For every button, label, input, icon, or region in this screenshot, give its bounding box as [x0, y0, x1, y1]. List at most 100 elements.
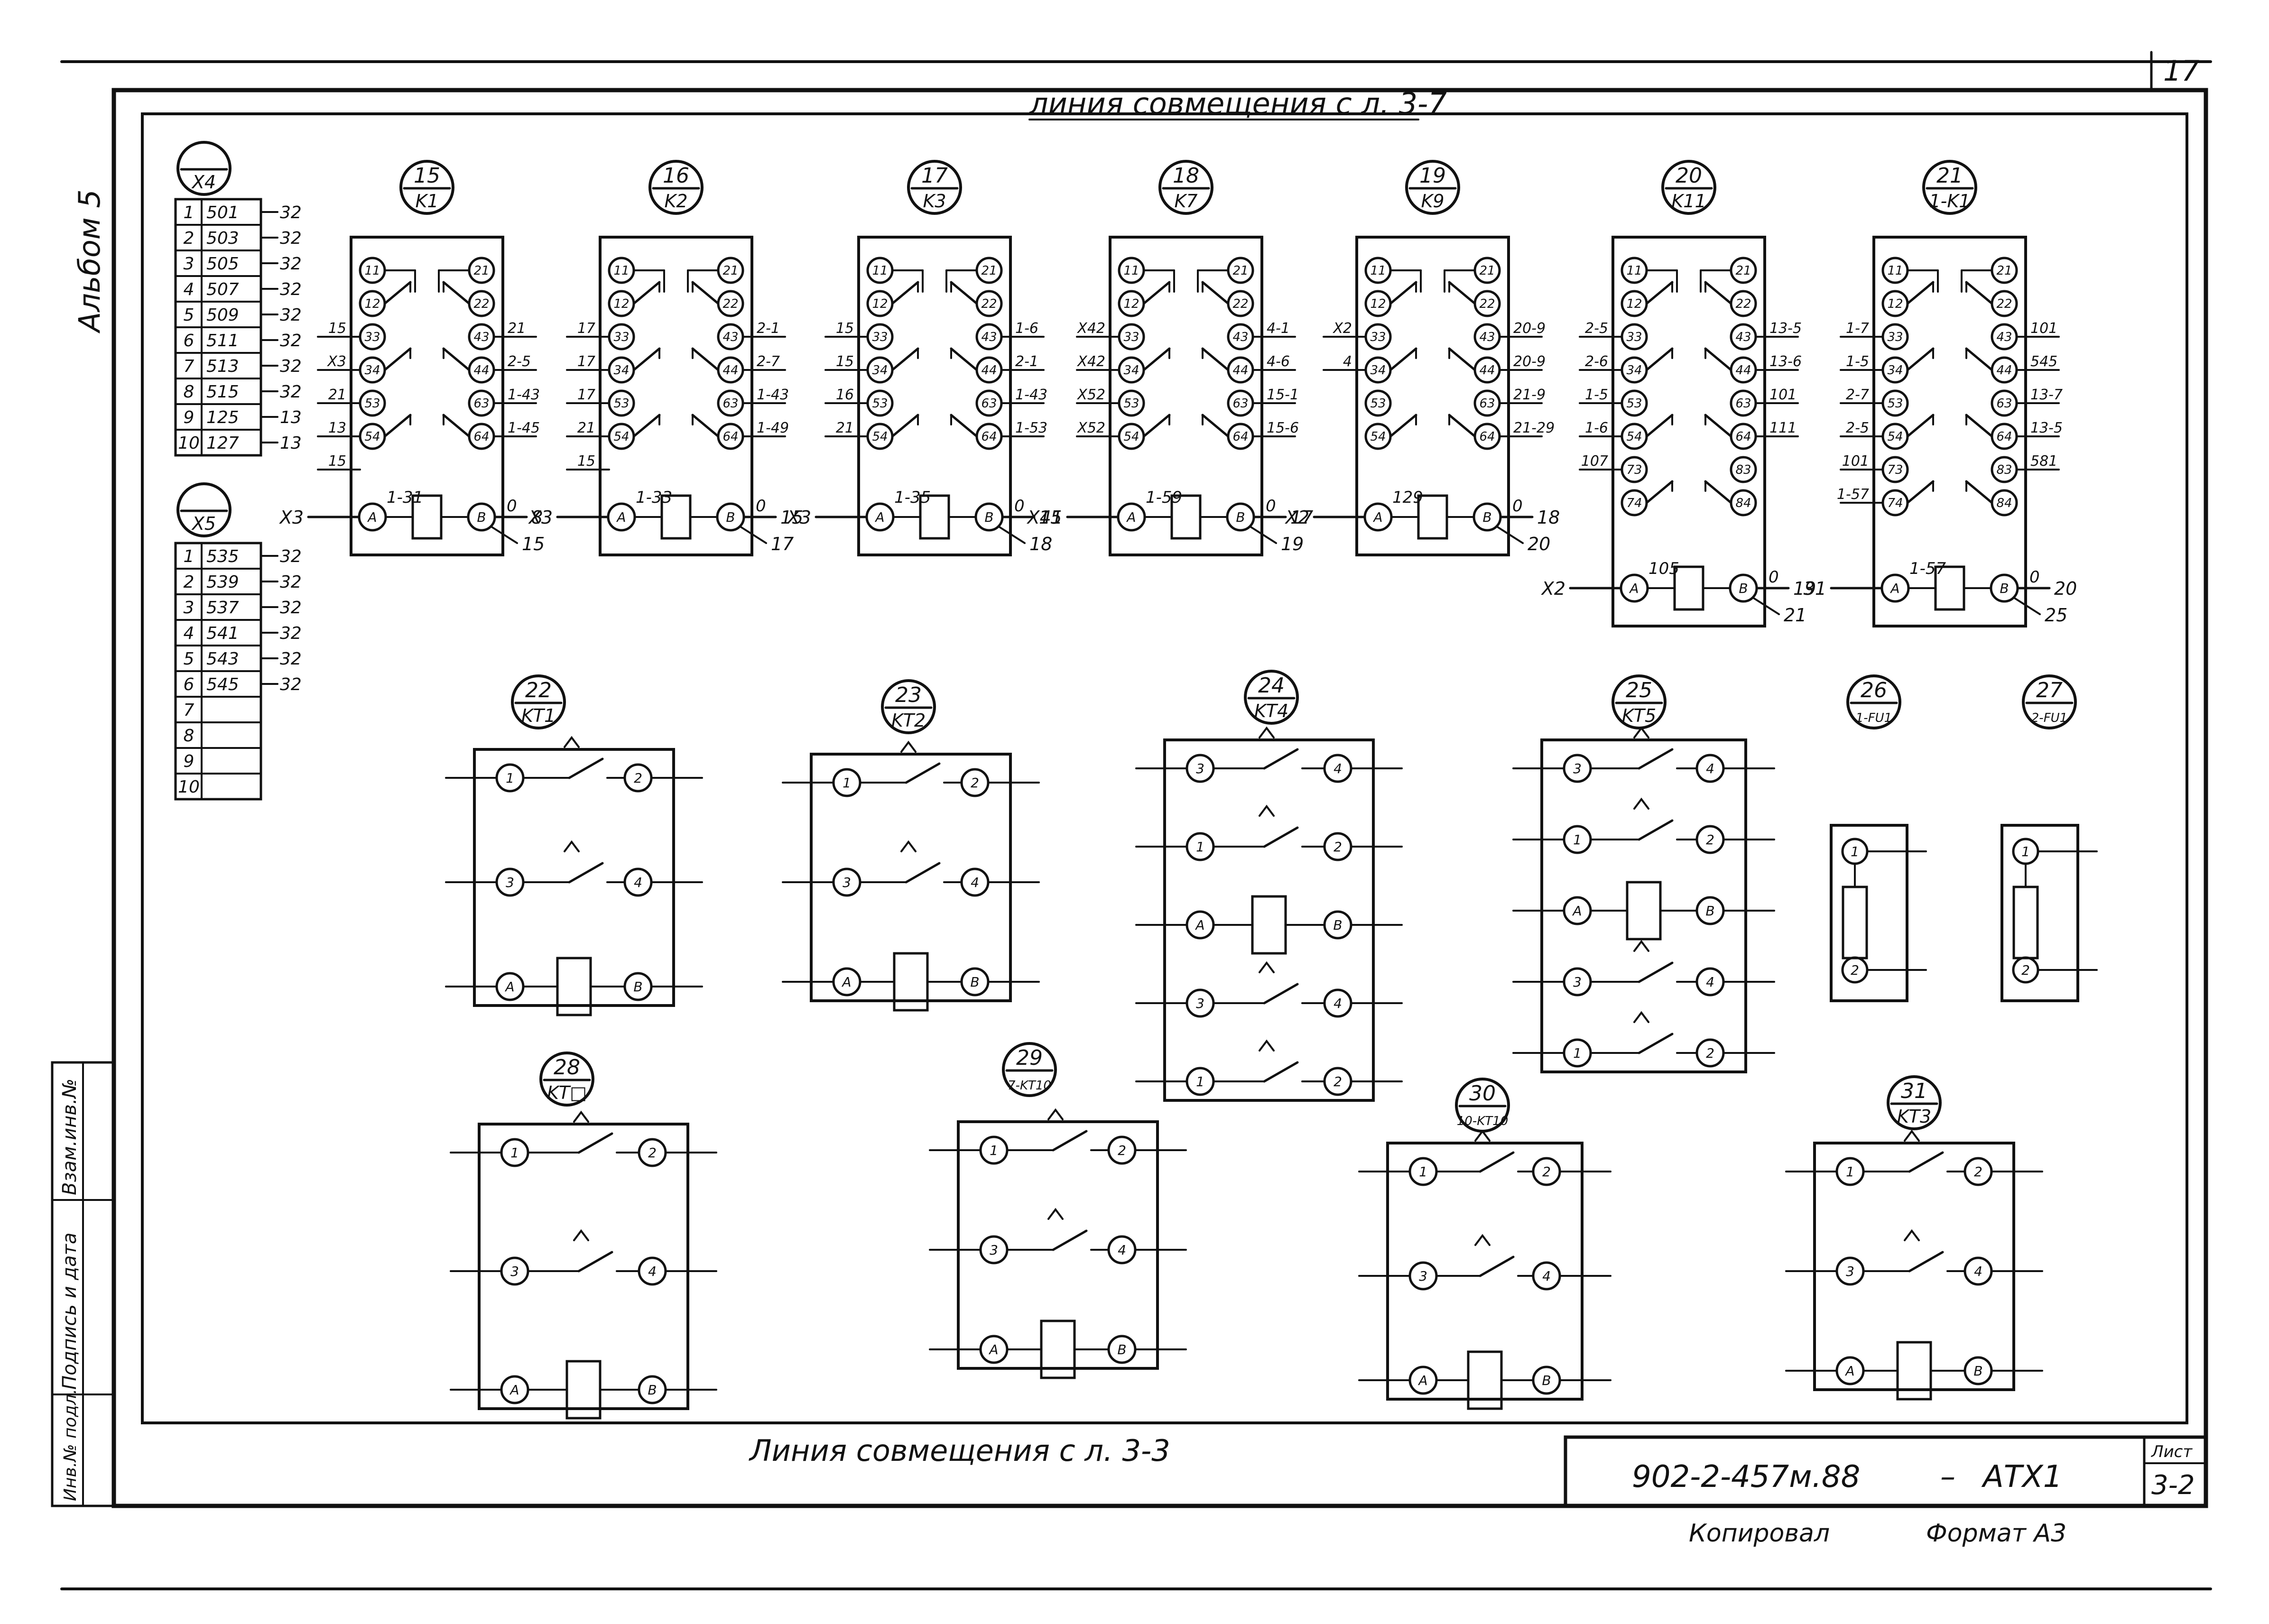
terminal-index: 2: [184, 572, 194, 592]
terminal-label: 63: [1735, 397, 1751, 411]
wire: [1645, 347, 1674, 371]
terminal-label: 1: [1196, 839, 1204, 855]
coil-output-number: 0: [507, 497, 517, 516]
terminal-label: 33: [364, 330, 380, 344]
terminal-label: 44: [1735, 363, 1751, 378]
terminal-label: 2: [1974, 1164, 1982, 1180]
wire: [2013, 597, 2041, 615]
terminal-label: A: [1417, 1373, 1427, 1388]
contact-wire-left: X52: [1076, 420, 1105, 436]
terminal-index: 1: [184, 203, 194, 222]
designator-name: 1-K1: [1929, 191, 1971, 212]
designator-number: 30: [1469, 1081, 1496, 1106]
terminal-label: 34: [1887, 363, 1903, 378]
terminal-index: 1: [184, 547, 194, 566]
timer-frame: [1813, 1142, 2015, 1391]
timer-mark: [573, 1110, 589, 1123]
contact-wire-right: 13-7: [2030, 387, 2063, 403]
contact-wire-right: 13-5: [1769, 320, 1802, 337]
relay-frame: [599, 236, 753, 556]
terminal-label: 2: [1334, 839, 1342, 855]
terminal-destination: 13: [280, 434, 302, 453]
contact-wire-right: 1-43: [1015, 387, 1047, 403]
wire: [1704, 347, 1732, 371]
terminal-label: 43: [1232, 330, 1248, 344]
coil-output-wire-2: 20: [1528, 534, 1550, 554]
contact-wire-left: 4: [1343, 353, 1352, 370]
coil-input-wire: X3: [787, 507, 811, 528]
terminal-wire-number: 509: [206, 305, 239, 325]
contact-wire-right: 4-1: [1267, 320, 1290, 337]
designator-number: 22: [525, 678, 552, 702]
terminal-label: 53: [1123, 397, 1139, 411]
contact-wire-left: X52: [1076, 387, 1105, 403]
wire: [1496, 526, 1524, 544]
terminal-index: 5: [184, 305, 194, 325]
terminal-label: 74: [1626, 496, 1642, 510]
wire: [1052, 1130, 1088, 1152]
terminal-label: 11: [364, 264, 380, 278]
wire: [1389, 281, 1417, 305]
terminal-label: A: [1629, 581, 1639, 596]
device-designator: 297-KT10: [1002, 1042, 1057, 1097]
terminal-wire-number: 507: [206, 280, 239, 299]
designator-name: KT4: [1254, 701, 1288, 721]
terminal-label: 3: [1846, 1264, 1854, 1279]
terminal-label: 1: [843, 775, 851, 791]
doc-code: 902-2-457м.88: [1632, 1459, 1860, 1495]
terminal-label: 44: [981, 363, 997, 378]
contact-wire-right: 1-49: [757, 420, 789, 436]
terminal-label: 11: [613, 264, 629, 278]
designator-circle: [1846, 674, 1901, 729]
terminal-wire-number: 541: [206, 624, 239, 643]
wire: [1704, 480, 1732, 504]
terminal-label: 34: [613, 363, 629, 378]
terminal-destination: 32: [280, 331, 302, 351]
designator-circle: [1158, 160, 1213, 215]
relay-frame: [1611, 236, 1766, 627]
relay-frame: [350, 236, 504, 556]
contact-wire-left: 15: [328, 320, 346, 337]
contact-wire-right: 13-6: [1769, 353, 1802, 370]
wire: [1908, 1151, 1944, 1173]
terminal-label: 4: [1334, 996, 1342, 1011]
contact-wire-left: 15: [836, 353, 854, 370]
terminal-label: B: [1333, 917, 1342, 933]
designator-name: KT5: [1622, 705, 1656, 726]
terminal-wire-number: 501: [206, 203, 239, 222]
terminal-index: 6: [184, 675, 194, 694]
terminal-label: 2: [971, 775, 979, 791]
fuse-element: [1842, 886, 1868, 960]
wire: [1704, 414, 1732, 438]
terminal-label: 2: [1334, 1074, 1342, 1089]
terminal-index: 7: [184, 357, 194, 376]
terminal-label: B: [1705, 903, 1714, 919]
timer-mark: [1474, 1234, 1491, 1246]
terminal-index: 2: [184, 229, 194, 248]
wire: [383, 281, 412, 305]
terminal-label: 3: [990, 1242, 998, 1258]
contact-wire-left: 13: [328, 420, 346, 436]
terminal-index: 10: [178, 434, 200, 453]
terminal-label: B: [970, 974, 979, 990]
wire: [1479, 1151, 1515, 1173]
sheet-label: Лист: [2150, 1442, 2193, 1461]
coil-output-wire: 15: [1039, 507, 1062, 528]
terminal-label: 21: [981, 264, 997, 278]
designator-number: 15: [414, 164, 440, 188]
terminal-label: 21: [1735, 264, 1751, 278]
device-designator: 211-K1: [1922, 160, 1977, 215]
terminal-label: 4: [971, 875, 979, 890]
contact-wire-left: 16: [836, 387, 854, 403]
contact-wire-left: 21: [328, 387, 346, 403]
contact-wire-right: 21-29: [1513, 420, 1555, 436]
wire: [1448, 414, 1476, 438]
